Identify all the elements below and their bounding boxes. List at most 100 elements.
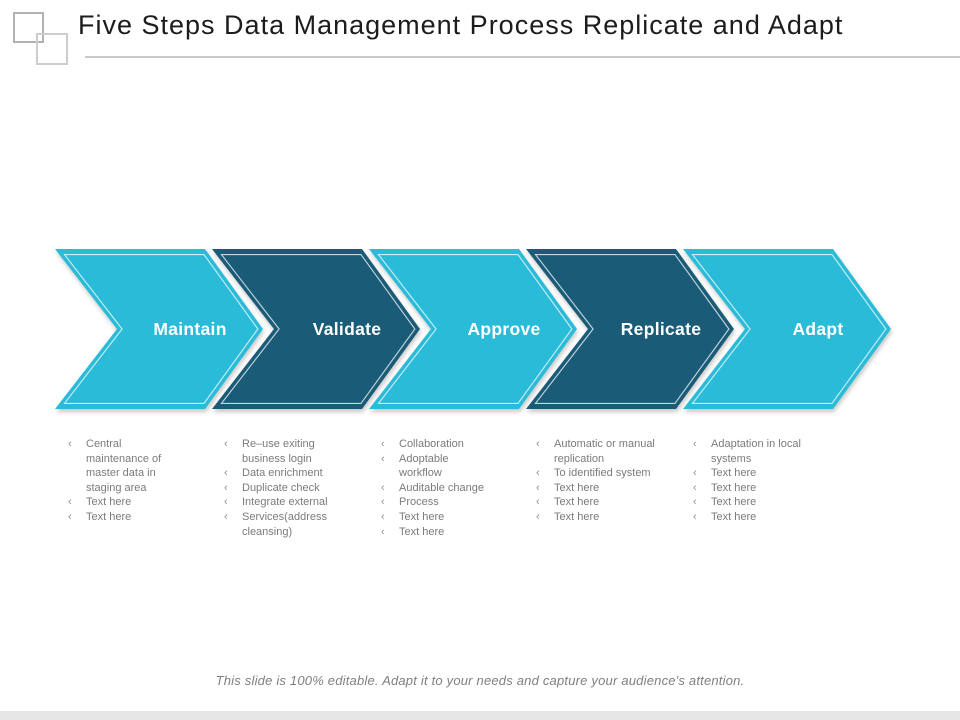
bullet-item: ‹Text here	[690, 466, 811, 481]
bullet-marker-icon: ‹	[536, 438, 540, 450]
step-approve-bullets: ‹ Collaboration ‹ Adoptable workflow‹Audita…	[378, 437, 489, 539]
bullet-item: ‹ Services(address cleansing)	[221, 510, 338, 539]
bullet-item: ‹ Text here	[533, 481, 655, 496]
chevron-shape	[369, 249, 577, 409]
bullet-item: ‹ Text here	[690, 510, 811, 525]
bullet-item: ‹ Adoptable workflow	[378, 452, 489, 481]
bullet-item: ‹ Data enrichment	[221, 466, 338, 481]
bullet-marker-icon: ‹	[224, 438, 228, 450]
bullet-text: Process	[399, 496, 439, 509]
bullet-item: ‹ Automatic or manual replication	[533, 437, 655, 466]
bullet-item: ‹ Text here	[533, 510, 655, 525]
bullet-marker-icon: ‹	[381, 452, 385, 465]
bullet-text: Text here	[86, 496, 132, 509]
bullet-marker-icon: ‹	[68, 510, 72, 523]
bullet-text: To identified system	[554, 467, 651, 480]
bullet-text: Re–use exiting business login	[242, 438, 315, 465]
bullet-item: ‹ Integrate external	[221, 495, 338, 510]
bullet-marker-icon: ‹	[224, 467, 228, 480]
bullet-text: Text here	[711, 496, 757, 509]
chevron-shape	[683, 249, 891, 409]
chevron-inner-outline	[63, 254, 259, 404]
decorative-square-front	[36, 33, 68, 65]
bullet-text: Text here	[86, 510, 132, 523]
bullet-text: Text here	[554, 510, 600, 523]
step-replicate-chevron: Replicate	[526, 249, 734, 409]
bullet-item: ‹ Text here	[378, 525, 489, 540]
bullet-text: Collaboration	[399, 438, 464, 450]
bullet-item: ‹ Text here	[690, 495, 811, 510]
bullet-marker-icon: ‹	[381, 481, 385, 494]
bullet-item: ‹ Text here	[378, 510, 489, 525]
bullet-marker-icon: ‹	[536, 467, 540, 480]
bullet-item: ‹ Re–use exiting business login	[221, 437, 338, 466]
step-label: Approve	[467, 319, 540, 339]
chevron-shape	[212, 249, 420, 409]
step-maintain-bullets: ‹ Central maintenance of master data in s…	[65, 437, 182, 525]
step-label: Adapt	[792, 319, 843, 339]
bullet-text: Automatic or manual replication	[554, 438, 655, 465]
bullet-marker-icon: ‹	[381, 438, 385, 450]
bullet-text: Text here	[554, 496, 600, 509]
chevron-inner-outline	[220, 254, 416, 404]
bullet-item: ‹ Text here	[65, 510, 182, 525]
bullet-marker-icon: ‹	[536, 510, 540, 523]
chevron-shape	[55, 249, 263, 409]
chevron-inner-outline	[377, 254, 573, 404]
bullet-text: Text here	[711, 481, 757, 494]
bullet-marker-icon: ‹	[693, 510, 697, 523]
step-maintain-chevron: Maintain	[55, 249, 263, 409]
step-validate-bullets: ‹ Re–use exiting business login ‹ Data enri…	[221, 437, 338, 539]
step-approve-chevron: Approve	[369, 249, 577, 409]
title-underline	[85, 56, 960, 58]
bullet-item: ‹ To identified system	[533, 466, 655, 481]
bullet-item: ‹ Collaboration	[378, 437, 489, 452]
step-validate-chevron: Validate	[212, 249, 420, 409]
bullet-marker-icon: ‹	[224, 481, 228, 494]
bullet-text: Adaptation in local systems	[711, 438, 801, 465]
bullet-item: ‹Auditable change	[378, 481, 489, 496]
bullet-marker-icon: ‹	[536, 496, 540, 509]
bullet-marker-icon: ‹	[536, 481, 540, 494]
bullet-text: Services(address cleansing)	[242, 510, 327, 538]
bullet-marker-icon: ‹	[224, 496, 228, 509]
bullet-marker-icon: ‹	[381, 496, 385, 509]
bullet-marker-icon: ‹	[224, 510, 228, 523]
bullet-item: ‹ Adaptation in local systems	[690, 437, 811, 466]
bullet-marker-icon: ‹	[381, 525, 385, 538]
bullet-text: Data enrichment	[242, 467, 323, 480]
bullet-marker-icon: ‹	[693, 481, 697, 494]
bullet-marker-icon: ‹	[693, 496, 697, 509]
step-adapt-chevron: Adapt	[683, 249, 891, 409]
step-label: Validate	[313, 319, 382, 339]
step-replicate-bullets: ‹ Automatic or manual replication ‹ To iden…	[533, 437, 655, 525]
bullet-marker-icon: ‹	[68, 438, 72, 450]
bullet-text: Central maintenance of master data in st…	[86, 438, 162, 494]
bullet-item: ‹ Text here	[533, 495, 655, 510]
bullet-item: ‹ Process	[378, 495, 489, 510]
bullet-marker-icon: ‹	[693, 438, 697, 450]
chevron-inner-outline	[691, 254, 887, 404]
step-label: Maintain	[153, 319, 226, 339]
bullet-text: Integrate external	[242, 496, 328, 509]
decorative-square-back	[13, 12, 44, 43]
bullet-text: Text here	[399, 510, 445, 523]
bullet-text: Text here	[399, 525, 445, 538]
bullet-text: Text here	[711, 510, 757, 523]
step-label: Replicate	[621, 319, 702, 339]
bullet-marker-icon: ‹	[381, 510, 385, 523]
bullet-item: ‹ Text here	[690, 481, 811, 496]
bullet-text: Duplicate check	[242, 481, 320, 494]
bullet-text: Text here	[711, 467, 757, 480]
bullet-marker-icon: ‹	[68, 496, 72, 509]
bullet-text: Adoptable workflow	[399, 452, 449, 480]
step-adapt-bullets: ‹Adaptation in local systems‹Text here‹T…	[690, 437, 811, 525]
bullet-item: ‹ Duplicate check	[221, 481, 338, 496]
bottom-bar	[0, 711, 960, 720]
footer-note: This slide is 100% editable. Adapt it to…	[215, 673, 745, 688]
bullet-text: Text here	[554, 481, 600, 494]
chevron-shape	[526, 249, 734, 409]
bullet-item: ‹ Text here	[65, 495, 182, 510]
